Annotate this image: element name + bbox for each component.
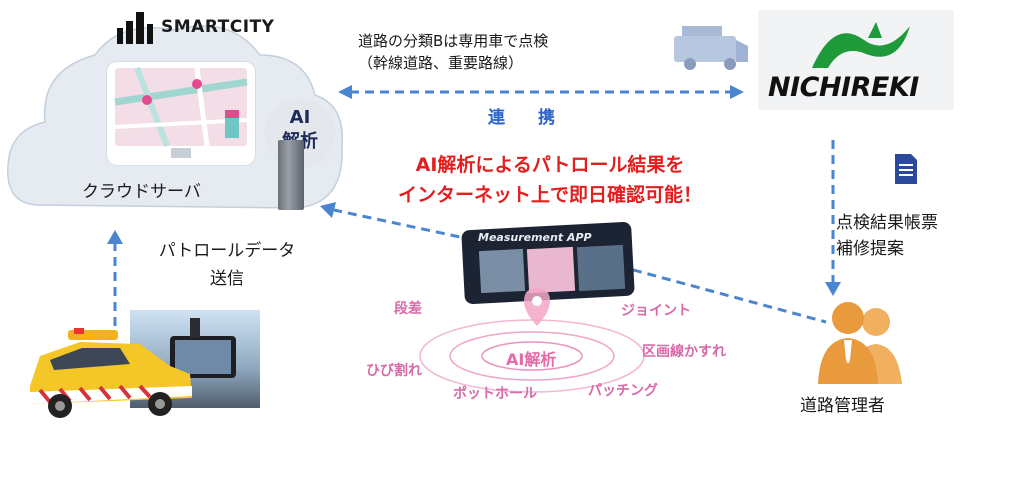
headline: AI解析によるパトロール結果を インターネット上で即日確認可能！: [340, 150, 760, 210]
cloud-server-label: クラウドサーバ: [82, 182, 201, 202]
inspection-vehicle-icon: [674, 26, 748, 70]
monitor-map: [107, 62, 255, 165]
road-category-line2: （幹線道路、重要路線）: [358, 54, 524, 72]
result-arrow: [320, 202, 475, 242]
dashcam-phone-icon: [170, 318, 236, 378]
app-title: Measurement APP: [478, 231, 592, 244]
location-pin-icon: [524, 288, 550, 326]
patrol-data-line2: 送信: [210, 269, 244, 289]
tag-patching: パッチング: [588, 383, 658, 399]
patrol-data-line1: パトロールデータ: [158, 241, 296, 261]
nichireki-logo-text: NICHIREKI: [768, 72, 919, 103]
ai-center-label: AI解析: [506, 350, 557, 369]
link-double-arrow: [338, 85, 744, 99]
report-line1: 点検結果帳票: [836, 213, 938, 233]
road-manager-icon: [818, 302, 902, 384]
tag-pothole: ポットホール: [453, 386, 537, 402]
manager-link-line: [603, 260, 827, 324]
tag-joint: ジョイント: [621, 303, 691, 319]
patrol-upload-arrow: [107, 230, 123, 336]
headline-line1: AI解析によるパトロール結果を: [415, 154, 685, 176]
tag-dansa: 段差: [394, 301, 422, 317]
document-icon: [895, 154, 917, 184]
patrol-car-icon: [30, 328, 192, 418]
patrol-data-label: パトロールデータ 送信: [137, 237, 317, 293]
nichireki-emblem-icon: [812, 22, 910, 68]
report-label: 点検結果帳票 補修提案: [836, 210, 938, 262]
report-line2: 補修提案: [836, 239, 904, 259]
smartcity-brand-text: SMARTCITY: [161, 17, 275, 37]
tag-kukaku: 区画線かすれ: [642, 344, 726, 360]
smartcity-brand: SMARTCITY: [115, 10, 274, 44]
map-icon: [114, 66, 248, 158]
server-icon: [278, 140, 304, 210]
smartcity-logo-icon: [117, 12, 153, 44]
nichireki-logo-box: [758, 10, 954, 110]
link-label: 連 携: [488, 108, 563, 128]
headline-line2: インターネット上で即日確認可能！: [397, 184, 702, 206]
tag-hibiware: ひび割れ: [366, 363, 422, 379]
report-down-arrow: [825, 140, 841, 296]
road-category-line1: 道路の分類Bは専用車で点検: [358, 32, 549, 50]
ai-badge-line1: AI: [289, 107, 311, 128]
app-photo-strip: [478, 244, 626, 294]
road-category-text: 道路の分類Bは専用車で点検 （幹線道路、重要路線）: [358, 30, 738, 74]
road-manager-label: 道路管理者: [800, 396, 885, 416]
